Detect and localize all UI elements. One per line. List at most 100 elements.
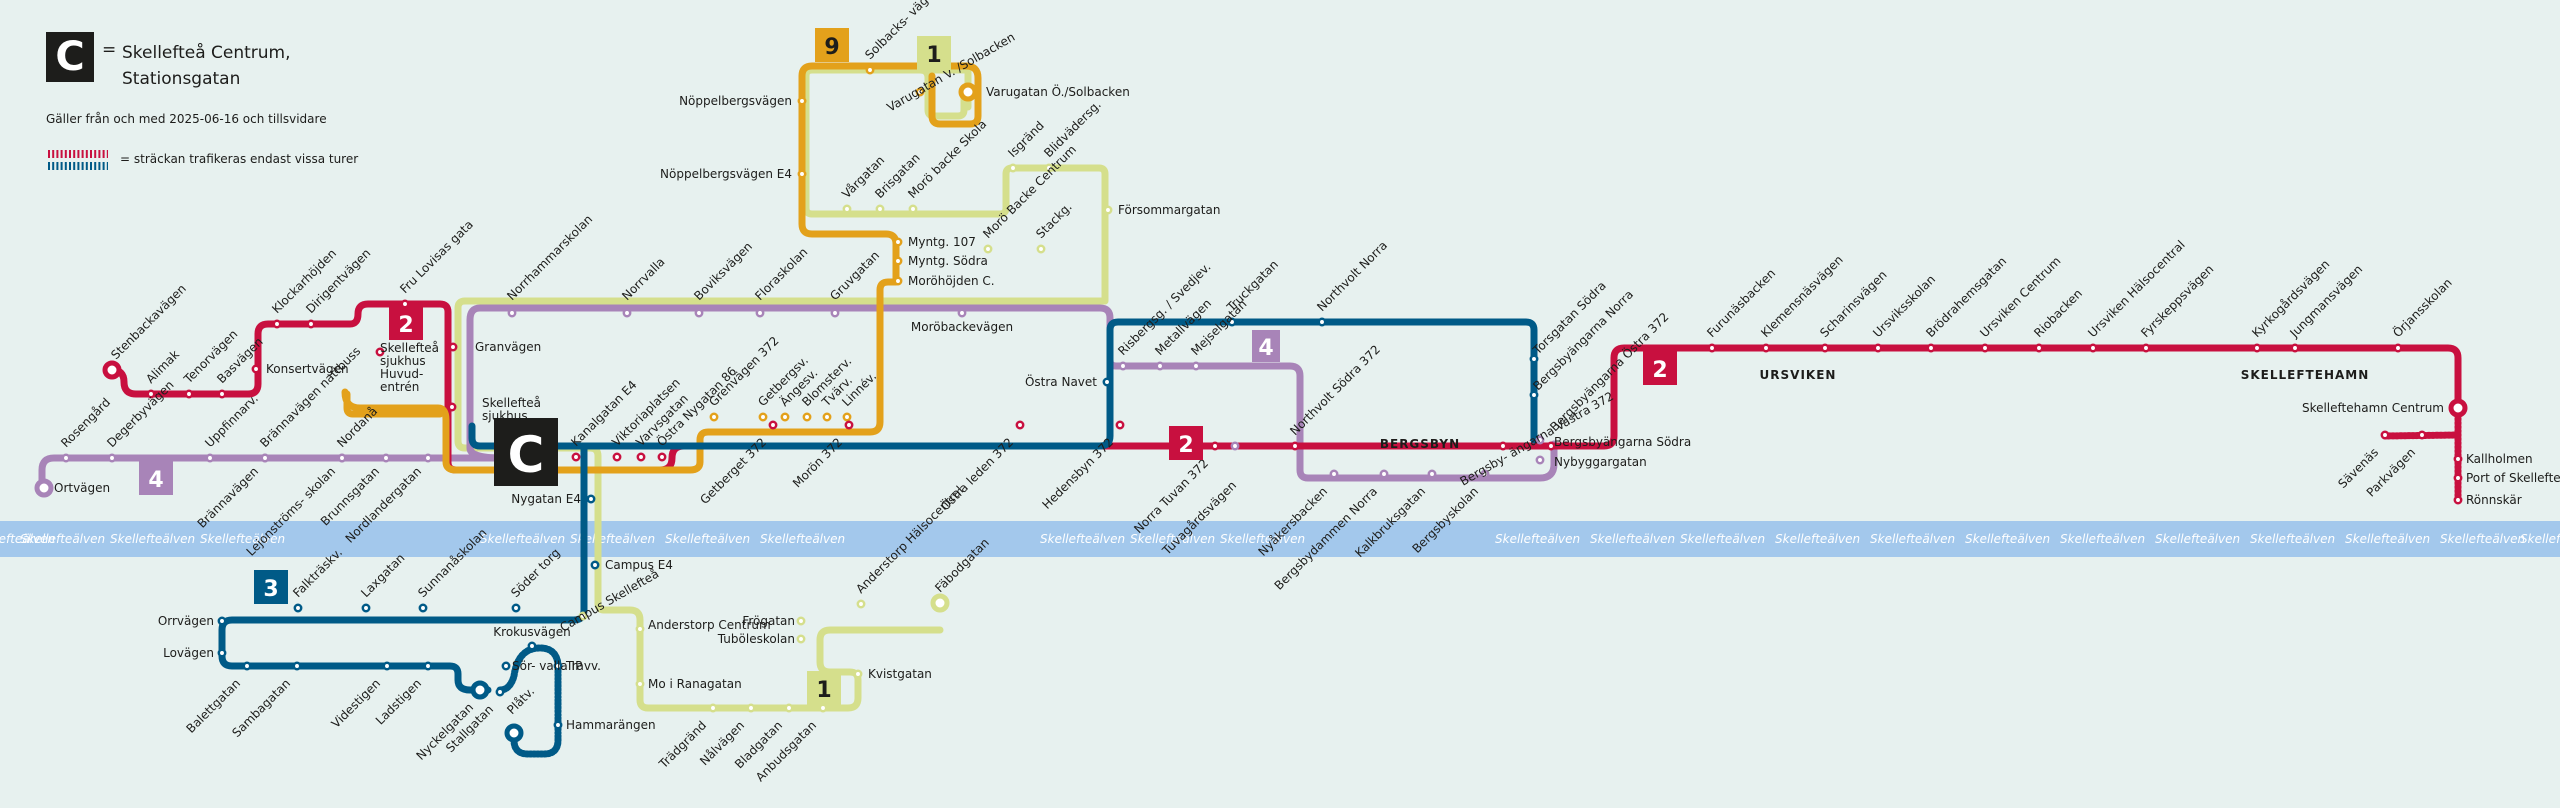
station-marker-nordlandergatan[interactable]: [423, 453, 433, 463]
station-marker-ursviksskolan[interactable]: [1873, 343, 1883, 353]
station-marker-hedensbyn-372[interactable]: [1115, 420, 1125, 430]
station-marker-lovägen[interactable]: [217, 648, 227, 658]
station-marker-klemensnäsvägen[interactable]: [1761, 343, 1771, 353]
station-marker-degerbyvägen[interactable]: [107, 453, 117, 463]
station-marker-kalkbruksgatan[interactable]: [1427, 469, 1437, 479]
station-marker-boviksvägen[interactable]: [694, 308, 704, 318]
station-marker-mejselgatan[interactable]: [1191, 361, 1201, 371]
station-marker-plåtv-[interactable]: [504, 723, 524, 743]
station-marker-norra-tuvan-372[interactable]: [1210, 441, 1220, 451]
station-marker-söder-torg[interactable]: [511, 603, 521, 613]
station-marker-rosengård[interactable]: [61, 453, 71, 463]
station-marker-fäbodgatan[interactable]: [930, 593, 950, 613]
station-marker-bergsbyskolan[interactable]: [1480, 469, 1490, 479]
station-marker-frögatan[interactable]: [796, 616, 806, 626]
station-marker-örjansskolan[interactable]: [2393, 343, 2403, 353]
station-marker-northvolt-södra-372[interactable]: [1290, 441, 1300, 451]
station-marker-falkträskv-[interactable]: [293, 603, 303, 613]
station-marker-granvägen[interactable]: [448, 342, 458, 352]
station-marker-dirigentvägen[interactable]: [306, 319, 316, 329]
station-marker-stenbackavägen[interactable]: [102, 360, 122, 380]
station-marker-furunäsbacken[interactable]: [1707, 343, 1717, 353]
station-marker-tuböleskolan[interactable]: [796, 634, 806, 644]
station-marker-viktoriaplatsen[interactable]: [612, 452, 622, 462]
station-marker-myntg-107[interactable]: [893, 237, 903, 247]
station-marker-stackg-[interactable]: [1036, 244, 1046, 254]
station-marker-jungmansvägen[interactable]: [2290, 343, 2300, 353]
station-marker-östra-nygatan-86[interactable]: [657, 452, 667, 462]
station-marker-solbacks-vägen[interactable]: [865, 65, 875, 75]
station-marker-tenorvägen[interactable]: [184, 389, 194, 399]
station-marker-norrvalla[interactable]: [622, 308, 632, 318]
station-marker-sunnanåskolan[interactable]: [418, 603, 428, 613]
station-marker-ortvägen[interactable]: [34, 478, 54, 498]
station-marker-brödrahemsgatan[interactable]: [1926, 343, 1936, 353]
station-marker-ursviken-hälsocentral[interactable]: [2088, 343, 2098, 353]
station-marker-scharinsvägen[interactable]: [1820, 343, 1830, 353]
station-marker-balettgatan[interactable]: [242, 661, 252, 671]
station-marker-basvägen[interactable]: [217, 389, 227, 399]
station-marker-norrhammarskolan[interactable]: [507, 308, 517, 318]
station-marker-trädgränd[interactable]: [708, 703, 718, 713]
station-marker-varugatan-ö-solbacken[interactable]: [958, 82, 978, 102]
station-marker-truckgatan[interactable]: [1227, 317, 1237, 327]
station-marker-ursviken-centrum[interactable]: [1980, 343, 1990, 353]
station-marker-försommargatan[interactable]: [1103, 205, 1113, 215]
station-marker-nygatan-e4[interactable]: [586, 494, 596, 504]
station-marker-grenvägen-372[interactable]: [709, 412, 719, 422]
station-marker-vårgatan[interactable]: [842, 204, 852, 214]
station-marker-klockarhöjden[interactable]: [272, 319, 282, 329]
station-marker-bladgatan[interactable]: [784, 703, 794, 713]
station-marker-port-of-skellefteå[interactable]: [2453, 473, 2463, 483]
station-marker-kvistgatan[interactable]: [853, 669, 863, 679]
station-marker-östra-navet[interactable]: [1102, 377, 1112, 387]
station-marker-gruvgatan[interactable]: [830, 308, 840, 318]
station-marker-risbergsg-svedjev-[interactable]: [1118, 361, 1128, 371]
station-marker-konsertvägen[interactable]: [251, 364, 261, 374]
station-marker-nyckelgatan[interactable]: [470, 680, 490, 700]
station-marker-nålvägen[interactable]: [746, 703, 756, 713]
station-marker-morön-372[interactable]: [844, 420, 854, 430]
station-marker-sävenäs[interactable]: [2380, 430, 2390, 440]
station-marker-bergsbyängarna-norra[interactable]: [1529, 390, 1539, 400]
station-marker-videstigen[interactable]: [382, 661, 392, 671]
station-marker-moröhöjden-c-[interactable]: [893, 276, 903, 286]
station-marker-bergsbydammen-norra[interactable]: [1379, 469, 1389, 479]
station-marker-hammarängen[interactable]: [553, 720, 563, 730]
station-marker-bergsbyängarna-södra[interactable]: [1535, 435, 1545, 445]
station-marker-riobacken[interactable]: [2034, 343, 2044, 353]
station-marker-alimak[interactable]: [146, 389, 156, 399]
station-marker-morö-backe-skola[interactable]: [908, 204, 918, 214]
station-marker-skellefteå-sjukhus[interactable]: [447, 402, 457, 412]
station-marker-nyåkersbacken[interactable]: [1329, 469, 1339, 479]
station-marker-northvolt-norra[interactable]: [1317, 317, 1327, 327]
station-marker-brännavägen[interactable]: [260, 453, 270, 463]
station-marker-linn-v-[interactable]: [842, 412, 852, 422]
station-marker-laxgatan[interactable]: [361, 603, 371, 613]
station-marker-sambagatan[interactable]: [292, 661, 302, 671]
station-marker-torsgatan-södra[interactable]: [1529, 354, 1539, 364]
station-marker-fyrskeppsvägen[interactable]: [2141, 343, 2151, 353]
station-marker-varugatan-v-solbacken[interactable]: [915, 87, 925, 97]
station-marker-orrvägen[interactable]: [217, 616, 227, 626]
center-skelleftea-centrum[interactable]: C: [494, 418, 558, 486]
station-marker-getbergsv-[interactable]: [758, 412, 768, 422]
station-marker-nybyggargatan[interactable]: [1535, 455, 1545, 465]
station-marker-parkvägen[interactable]: [2417, 430, 2427, 440]
station-marker-uppfinnarv-[interactable]: [205, 453, 215, 463]
station-marker-tuvagårdsvägen[interactable]: [1230, 441, 1240, 451]
station-marker-skellefteå-sjukhus-huvud-entr-n[interactable]: [375, 347, 385, 357]
station-marker-mo-i-ranagatan[interactable]: [635, 679, 645, 689]
station-marker-bergsbyängarna-östra-372[interactable]: [1546, 441, 1556, 451]
station-marker-östra-leden-372[interactable]: [1015, 420, 1025, 430]
station-marker-anderstorp-hälsocentral[interactable]: [856, 599, 866, 609]
station-marker-krokusvägen[interactable]: [527, 641, 537, 651]
station-marker-nöppelbergsvägen-e4[interactable]: [797, 169, 807, 179]
station-marker-metallvägen[interactable]: [1155, 361, 1165, 371]
station-marker-lejonströms-skolan[interactable]: [337, 453, 347, 463]
station-marker-blomsterv-[interactable]: [802, 412, 812, 422]
station-marker-brunnsgatan[interactable]: [381, 453, 391, 463]
station-marker-stallgatan[interactable]: [495, 687, 505, 697]
station-marker-kallholmen[interactable]: [2453, 454, 2463, 464]
station-marker-sör-valla-ip[interactable]: [501, 661, 511, 671]
